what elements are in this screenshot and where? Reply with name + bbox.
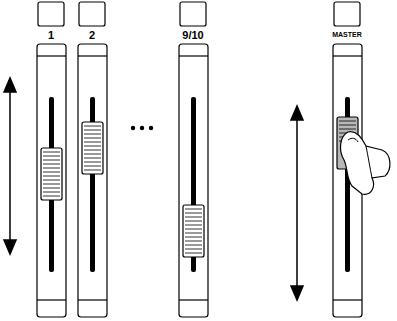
- cap-grip-line: [185, 217, 202, 218]
- ellipsis-dots: [131, 126, 153, 130]
- finger: [341, 132, 390, 195]
- cap-grip-line: [84, 162, 101, 163]
- cap-grip-line: [185, 237, 202, 238]
- cap-grip-line: [185, 245, 202, 246]
- cap-grip-line: [43, 172, 60, 173]
- cap-grip-line: [43, 196, 60, 197]
- cap-grip-line: [43, 180, 60, 181]
- cap-grip-line: [84, 134, 101, 135]
- channel-label: 9/10: [182, 30, 203, 41]
- cap-grip-line: [339, 121, 356, 122]
- cap-grip-line: [84, 154, 101, 155]
- cap-grip-line: [84, 146, 101, 147]
- fingernail: [348, 138, 358, 142]
- fader-strips: [37, 44, 362, 317]
- cap-grip-line: [43, 156, 60, 157]
- cap-grip-line: [43, 160, 60, 161]
- cap-grip-line: [185, 225, 202, 226]
- cap-grip-line: [43, 188, 60, 189]
- channel-label: 2: [89, 30, 95, 41]
- cap-grip-line: [185, 241, 202, 242]
- cap-grip-line: [84, 150, 101, 151]
- cap-grip-line: [185, 213, 202, 214]
- cap-grip-line: [43, 168, 60, 169]
- cap-grip-line: [43, 152, 60, 153]
- cap-grip-line: [43, 192, 60, 193]
- cap-grip-line: [339, 129, 356, 130]
- fader-slots: [49, 97, 350, 272]
- channel-buttons: [38, 2, 360, 26]
- cap-grip-line: [84, 170, 101, 171]
- finger-crease: [366, 146, 372, 178]
- cap-grip-line: [185, 229, 202, 230]
- cap-grip-line: [84, 158, 101, 159]
- cap-grip-line: [84, 126, 101, 127]
- cap-grip-line: [43, 184, 60, 185]
- cap-grip-line: [84, 130, 101, 131]
- cap-grip-line: [185, 209, 202, 210]
- channel-label: MASTER: [332, 31, 362, 38]
- cap-grip-line: [185, 233, 202, 234]
- cap-grip-line: [43, 164, 60, 165]
- cap-grip-line: [185, 253, 202, 254]
- channel-label: 1: [48, 30, 54, 41]
- move-arrows: [4, 78, 303, 300]
- cap-grip-line: [185, 221, 202, 222]
- cap-grip-line: [84, 138, 101, 139]
- cap-grip-line: [84, 166, 101, 167]
- cap-grip-line: [339, 125, 356, 126]
- cap-grip-line: [185, 249, 202, 250]
- cap-grip-line: [84, 142, 101, 143]
- cap-grip-line: [43, 176, 60, 177]
- fader-caps: [41, 117, 358, 257]
